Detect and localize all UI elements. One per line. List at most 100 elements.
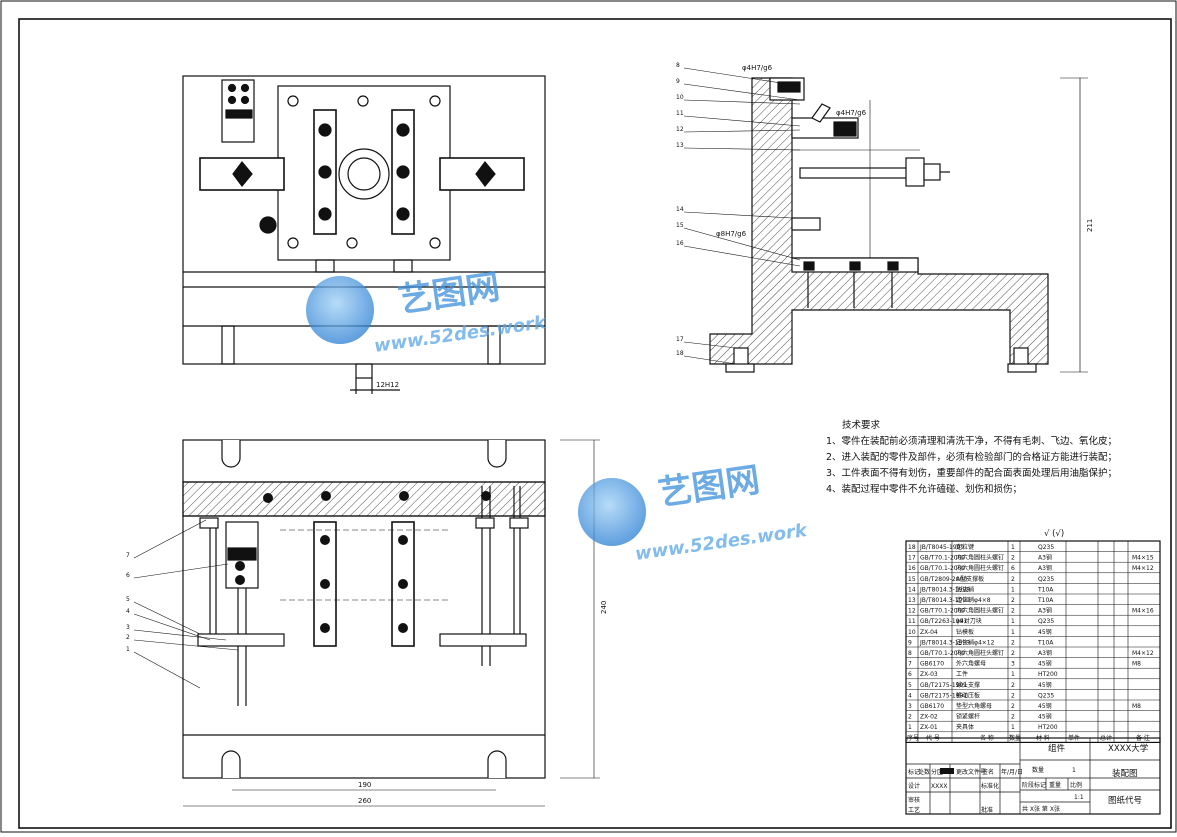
tb-rev-mark: 标记 xyxy=(908,768,920,776)
side-leader-label: 10 xyxy=(676,94,684,101)
bolt-hole xyxy=(398,579,408,589)
bom-cell-mat: 45钢 xyxy=(1038,713,1052,721)
bom-cell-name: 工件 xyxy=(956,670,968,678)
bom-cell-name: 内六角圆柱头螺钉 xyxy=(956,607,1004,615)
bom-cell-qty: 2 xyxy=(1011,692,1015,699)
bom-cell-note: M4×15 xyxy=(1132,555,1154,562)
tb-drawing-name: 装配图 xyxy=(1112,768,1138,779)
bom-cell-name: 移动压板 xyxy=(956,691,980,699)
side-leader-line xyxy=(683,99,801,105)
tech-req-2: 2、进入装配的零件及部件，必须有检验部门的合格证方能进行装配； xyxy=(826,451,1117,463)
plan-view xyxy=(182,439,600,807)
side-leader-label: 15 xyxy=(676,222,684,229)
tb-school: XXXX大学 xyxy=(1108,743,1149,754)
bolt-hole xyxy=(321,491,331,501)
bom-cell-qty: 2 xyxy=(1011,650,1015,657)
side-leader-line xyxy=(683,245,801,267)
bom-cell-qty: 1 xyxy=(1011,586,1015,593)
bom-cell-no: 4 xyxy=(908,692,912,699)
plan-outer-width: 260 xyxy=(358,797,371,805)
bom-cell-no: 15 xyxy=(908,576,916,583)
bom-cell-code: GB/T2263-1991 xyxy=(920,618,967,625)
bom-cell-no: 9 xyxy=(908,639,912,646)
side-leader-line xyxy=(683,115,801,127)
tech-req-title: 技术要求 xyxy=(842,419,881,431)
front-view xyxy=(182,75,546,394)
bom-cell-code: ZX-03 xyxy=(920,671,938,678)
bom-cell-code: GB6170 xyxy=(920,661,944,668)
bom-cell-no: 16 xyxy=(908,565,916,572)
bom-cell-no: 8 xyxy=(908,650,912,657)
bom-cell-name: 外六角螺母 xyxy=(956,660,986,668)
plan-leader-label: 2 xyxy=(126,634,130,641)
plan-leader-label: 3 xyxy=(126,624,130,631)
bom-cell-mat: T10A xyxy=(1037,586,1054,593)
bom-cell-note: M4×16 xyxy=(1132,608,1154,615)
bom-cell-name: 定位键 xyxy=(956,543,974,551)
bolt-hole xyxy=(235,561,245,571)
bom-cell-code: ZX-04 xyxy=(920,629,938,636)
bom-cell-code: JB/T8014.3-1999 xyxy=(919,586,970,593)
bom-cell-qty: 6 xyxy=(1011,565,1015,572)
bom-cell-qty: 1 xyxy=(1011,671,1015,678)
bom-cell-mat: T10A xyxy=(1037,639,1054,646)
side-leader-line xyxy=(683,355,737,365)
plan-leader-label: 6 xyxy=(126,572,130,579)
bom-cell-qty: 2 xyxy=(1011,555,1015,562)
bom-cell-mat: A3钢 xyxy=(1038,564,1052,572)
globe-icon xyxy=(578,478,646,546)
bom-cell-mat: 45钢 xyxy=(1038,681,1052,689)
tb-process: 工艺 xyxy=(908,806,920,814)
bom-cell-code: GB/T2175-1991 xyxy=(920,692,967,699)
bom-cell-mat: Q235 xyxy=(1038,544,1054,551)
side-leader-line xyxy=(683,227,801,261)
side-leader-line xyxy=(683,83,801,101)
side-leader-label: 11 xyxy=(676,110,684,117)
side-leader-label: 14 xyxy=(676,206,684,213)
bom-cell-qty: 2 xyxy=(1011,714,1015,721)
bom-cell-qty: 1 xyxy=(1011,618,1015,625)
tb-weight: 重量 xyxy=(1049,781,1061,789)
tech-req-3: 3、工件表面不得有划伤，重要部件的配合面表面处理后用油脂保护； xyxy=(826,467,1117,479)
bom-cell-name: 定位销φ4×8 xyxy=(956,596,991,604)
side-top-tolerance: φ4H7/g6 xyxy=(742,64,773,72)
bolt-hole xyxy=(320,623,330,633)
plan-leader-line xyxy=(133,601,201,635)
side-leader-line xyxy=(683,341,737,349)
bom-cell-name: 锁紧螺杆 xyxy=(956,713,980,721)
roughness-symbol: √ (√) xyxy=(1044,529,1064,539)
bom-cell-name: 削边销 xyxy=(956,585,974,593)
tech-req-1: 1、零件在装配前必须清理和清洗干净，不得有毛刺、飞边、氧化皮； xyxy=(826,435,1117,447)
globe-icon xyxy=(306,276,374,344)
tb-drawing-no: 图纸代号 xyxy=(1108,795,1142,806)
side-leader-label: 13 xyxy=(676,142,684,149)
bom-cell-name: 球头支撑 xyxy=(956,681,980,689)
bom-cell-no: 2 xyxy=(908,714,912,721)
bom-cell-code: GB/T70.1-2000 xyxy=(920,565,965,572)
tb-designer: XXXX xyxy=(931,783,947,790)
bom-cell-mat: A3钢 xyxy=(1038,649,1052,657)
bom-cell-name: A型支撑板 xyxy=(956,575,984,583)
bom-cell-mat: A3钢 xyxy=(1038,607,1052,615)
bolt-hole xyxy=(320,579,330,589)
side-leader-label: 17 xyxy=(676,336,684,343)
tb-sheets: 共 X张 第 X张 xyxy=(1022,805,1060,813)
bom-cell-code: GB6170 xyxy=(920,703,944,710)
bom-cell-mat: Q235 xyxy=(1038,618,1054,625)
tb-rev-date: 年/月/日 xyxy=(1001,768,1023,776)
bolt-hole xyxy=(235,575,245,585)
bom-cell-mat: 45钢 xyxy=(1038,660,1052,668)
bom-cell-no: 3 xyxy=(908,703,912,710)
bom-cell-qty: 2 xyxy=(1011,703,1015,710)
tb-stage-mark: 阶段标记 xyxy=(1022,781,1046,789)
bom-cell-no: 12 xyxy=(908,608,916,615)
bom-cell-no: 7 xyxy=(908,661,912,668)
side-mid-tolerance: φ4H7/g6 xyxy=(836,109,867,117)
bom-cell-code: ZX-01 xyxy=(920,724,938,731)
plan-leader-label: 1 xyxy=(126,646,130,653)
bom-cell-name: 夹具体 xyxy=(956,723,974,731)
bom-cell-mat: T10A xyxy=(1037,597,1054,604)
